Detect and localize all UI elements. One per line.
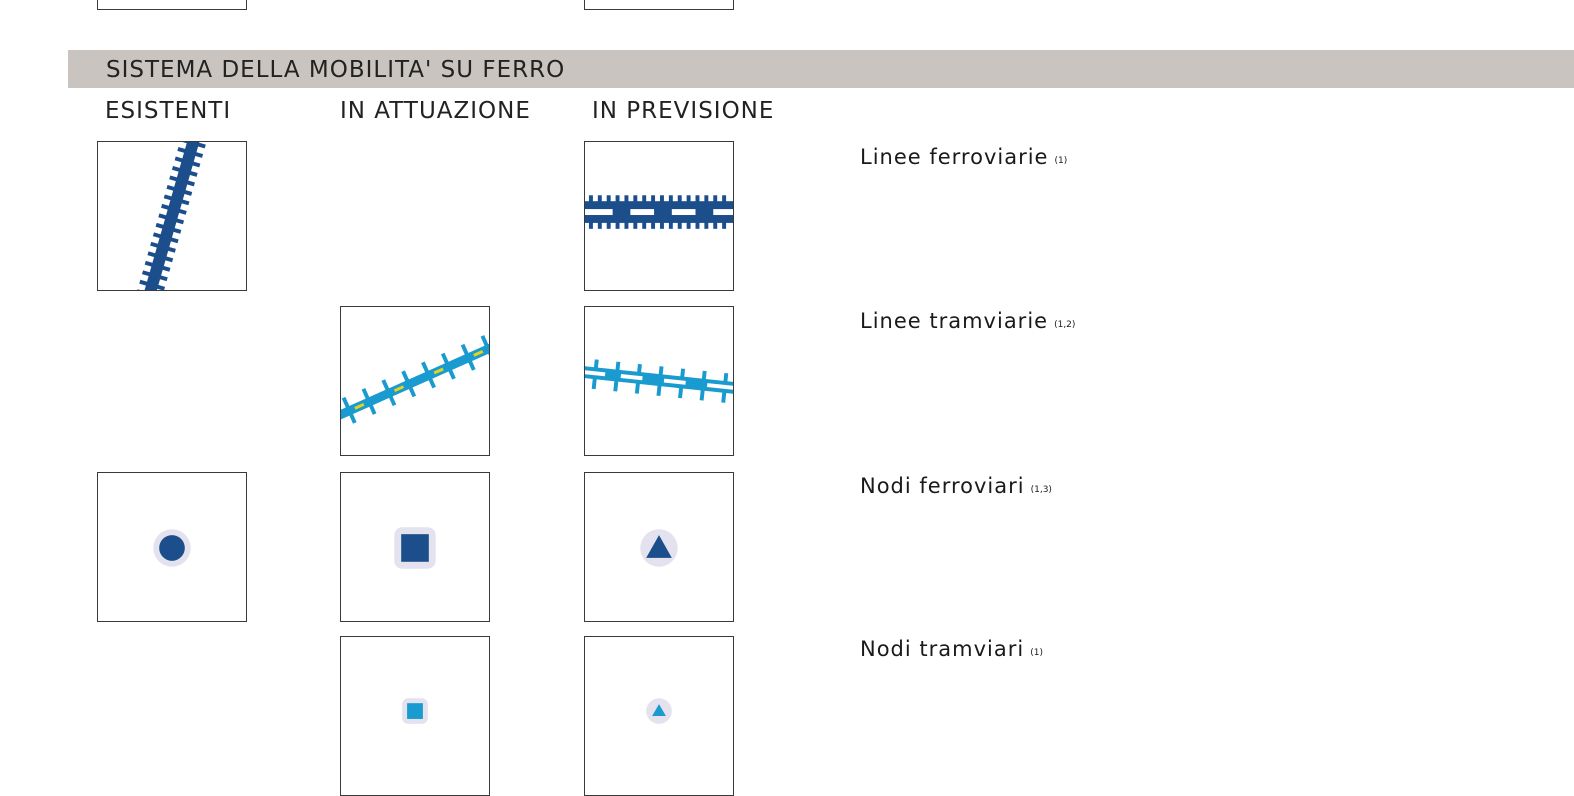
symbol-railway-line-existing <box>97 141 247 291</box>
column-heading-existing: ESISTENTI <box>105 98 232 124</box>
tram-lines-note: (1,2) <box>1054 320 1076 330</box>
railway-node-triangle-icon <box>640 529 678 567</box>
tram-node-triangle-icon <box>646 698 672 724</box>
railway-nodes-text: Nodi ferroviari <box>860 474 1025 498</box>
railway-lines-note: (1) <box>1054 156 1068 166</box>
railway-nodes-note: (1,3) <box>1030 485 1052 495</box>
symbol-railway-node-existing <box>97 472 247 622</box>
section-title: SISTEMA DELLA MOBILITA' SU FERRO <box>106 57 566 83</box>
previous-legend-box-right <box>584 0 734 10</box>
symbol-railway-node-in-progress <box>340 472 490 622</box>
symbol-railway-line-planned <box>584 141 734 291</box>
legend-label-railway-lines: Linee ferroviarie (1) <box>860 145 1067 169</box>
symbol-tram-node-planned <box>584 636 734 796</box>
tram-lines-text: Linee tramviarie <box>860 309 1049 333</box>
railway-line-existing-icon <box>136 142 206 290</box>
legend-label-tram-nodes: Nodi tramviari (1) <box>860 637 1043 661</box>
tram-line-planned-icon <box>585 359 733 403</box>
symbol-tram-line-planned <box>584 306 734 456</box>
railway-node-square-icon <box>394 527 436 569</box>
column-heading-in-progress: IN ATTUAZIONE <box>340 98 531 124</box>
symbol-tram-node-in-progress <box>340 636 490 796</box>
tram-line-in-progress-icon <box>341 335 489 424</box>
previous-legend-box-left <box>97 0 247 10</box>
railway-node-circle-icon <box>153 529 191 567</box>
symbol-tram-line-in-progress <box>340 306 490 456</box>
legend-label-tram-lines: Linee tramviarie (1,2) <box>860 309 1075 333</box>
tram-node-square-icon <box>402 698 428 724</box>
section-header-bar: SISTEMA DELLA MOBILITA' SU FERRO <box>68 50 1574 88</box>
symbol-railway-node-planned <box>584 472 734 622</box>
column-heading-planned: IN PREVISIONE <box>592 98 775 124</box>
legend-label-railway-nodes: Nodi ferroviari (1,3) <box>860 474 1052 498</box>
railway-lines-text: Linee ferroviarie <box>860 145 1049 169</box>
tram-nodes-note: (1) <box>1030 648 1043 658</box>
tram-nodes-text: Nodi tramviari <box>860 637 1025 661</box>
railway-line-planned-icon <box>585 195 733 229</box>
